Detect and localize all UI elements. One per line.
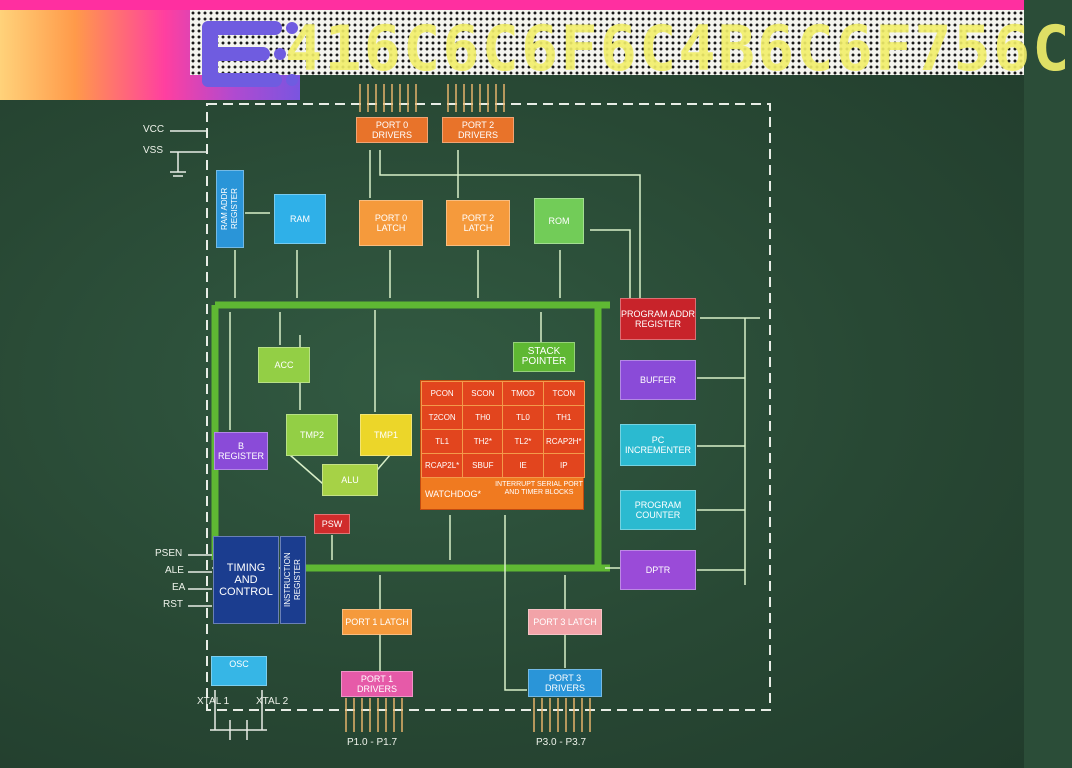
p1-range-label: P1.0 - P1.7 (347, 737, 398, 748)
b-register-block: B REGISTER (214, 432, 268, 470)
sfr-cell: TCON (542, 381, 586, 406)
xtal2-label: XTAL 2 (256, 696, 289, 707)
sfr-cell: IE (502, 453, 544, 478)
sfr-cell: RCAP2L* (420, 453, 464, 478)
port3-latch-block: PORT 3 LATCH (528, 609, 602, 635)
acc-block: ACC (258, 347, 310, 383)
dptr-block: DPTR (620, 550, 696, 590)
stack-pointer-block: STACK POINTER (513, 342, 575, 372)
watchdog-label: WATCHDOG* (425, 489, 481, 499)
sfr-cell: TH1 (542, 405, 586, 430)
xtal1-label: XTAL 1 (197, 696, 230, 707)
interrupt-block-label: INTERRUPT SERIAL PORT AND TIMER BLOCKS (495, 481, 583, 496)
sfr-cell: TL0 (502, 405, 544, 430)
timing-and-control-block: TIMING AND CONTROL (213, 536, 279, 624)
port1-drivers-block: PORT 1 DRIVERS (341, 671, 413, 697)
vcc-label: VCC (143, 124, 165, 135)
psen-label: PSEN (155, 548, 183, 559)
port2-drivers-block: PORT 2 DRIVERS (442, 117, 514, 143)
header-banner: 416C6C6F6C4B6C6F756C (0, 10, 1070, 100)
port3-drivers-block: PORT 3 DRIVERS (528, 669, 602, 697)
ea-label: EA (172, 582, 186, 593)
tmp2-block: TMP2 (286, 414, 338, 456)
port0-drivers-block: PORT 0 DRIVERS (356, 117, 428, 143)
tmp1-block: TMP1 (360, 414, 412, 456)
internal-bus (211, 301, 610, 572)
buffer-block: BUFFER (620, 360, 696, 400)
vss-label: VSS (143, 145, 164, 156)
hex-banner-text: 416C6C6F6C4B6C6F756C (285, 12, 1072, 85)
block-diagram-canvas (170, 84, 771, 740)
sfr-cell: PCON (420, 381, 464, 406)
sfr-cell: T2CON (420, 405, 464, 430)
program-addr-register-block: PROGRAM ADDR REGISTER (620, 298, 696, 340)
sfr-cell: IP (542, 453, 586, 478)
sfr-cell: SCON (462, 381, 504, 406)
p3-range-label: P3.0 - P3.7 (536, 737, 587, 748)
brand-logo-icon (202, 21, 298, 87)
port2-latch-block: PORT 2 LATCH (446, 200, 510, 246)
dot-matrix-panel (190, 10, 1024, 75)
sfr-grid: PCON SCON TMOD TCON T2CON TH0 TL0 TH1 TL… (420, 381, 586, 478)
instruction-register-block: INSTRUCTION REGISTER (280, 536, 306, 624)
sfr-cell: TMOD (502, 381, 544, 406)
sfr-cell: TL1 (420, 429, 464, 454)
port0-latch-block: PORT 0 LATCH (359, 200, 423, 246)
ram-addr-register-block: RAM ADDR REGISTER (216, 170, 244, 248)
sfr-cell: SBUF (462, 453, 504, 478)
program-counter-block: PROGRAM COUNTER (620, 490, 696, 530)
osc-block: OSC (211, 656, 267, 686)
ram-block: RAM (274, 194, 326, 244)
sfr-cell: TH2* (462, 429, 504, 454)
rst-label: RST (163, 599, 183, 610)
sfr-cell: RCAP2H* (542, 429, 586, 454)
alu-block: ALU (322, 464, 378, 496)
sfr-cell: TL2* (502, 429, 544, 454)
sfr-cell: TH0 (462, 405, 504, 430)
psw-block: PSW (314, 514, 350, 534)
sfr-block: PCON SCON TMOD TCON T2CON TH0 TL0 TH1 TL… (420, 380, 586, 510)
port1-latch-block: PORT 1 LATCH (342, 609, 412, 635)
ale-label: ALE (165, 565, 184, 576)
pc-incrementer-block: PC INCREMENTER (620, 424, 696, 466)
top-accent-bar (0, 0, 1024, 10)
rom-block: ROM (534, 198, 584, 244)
